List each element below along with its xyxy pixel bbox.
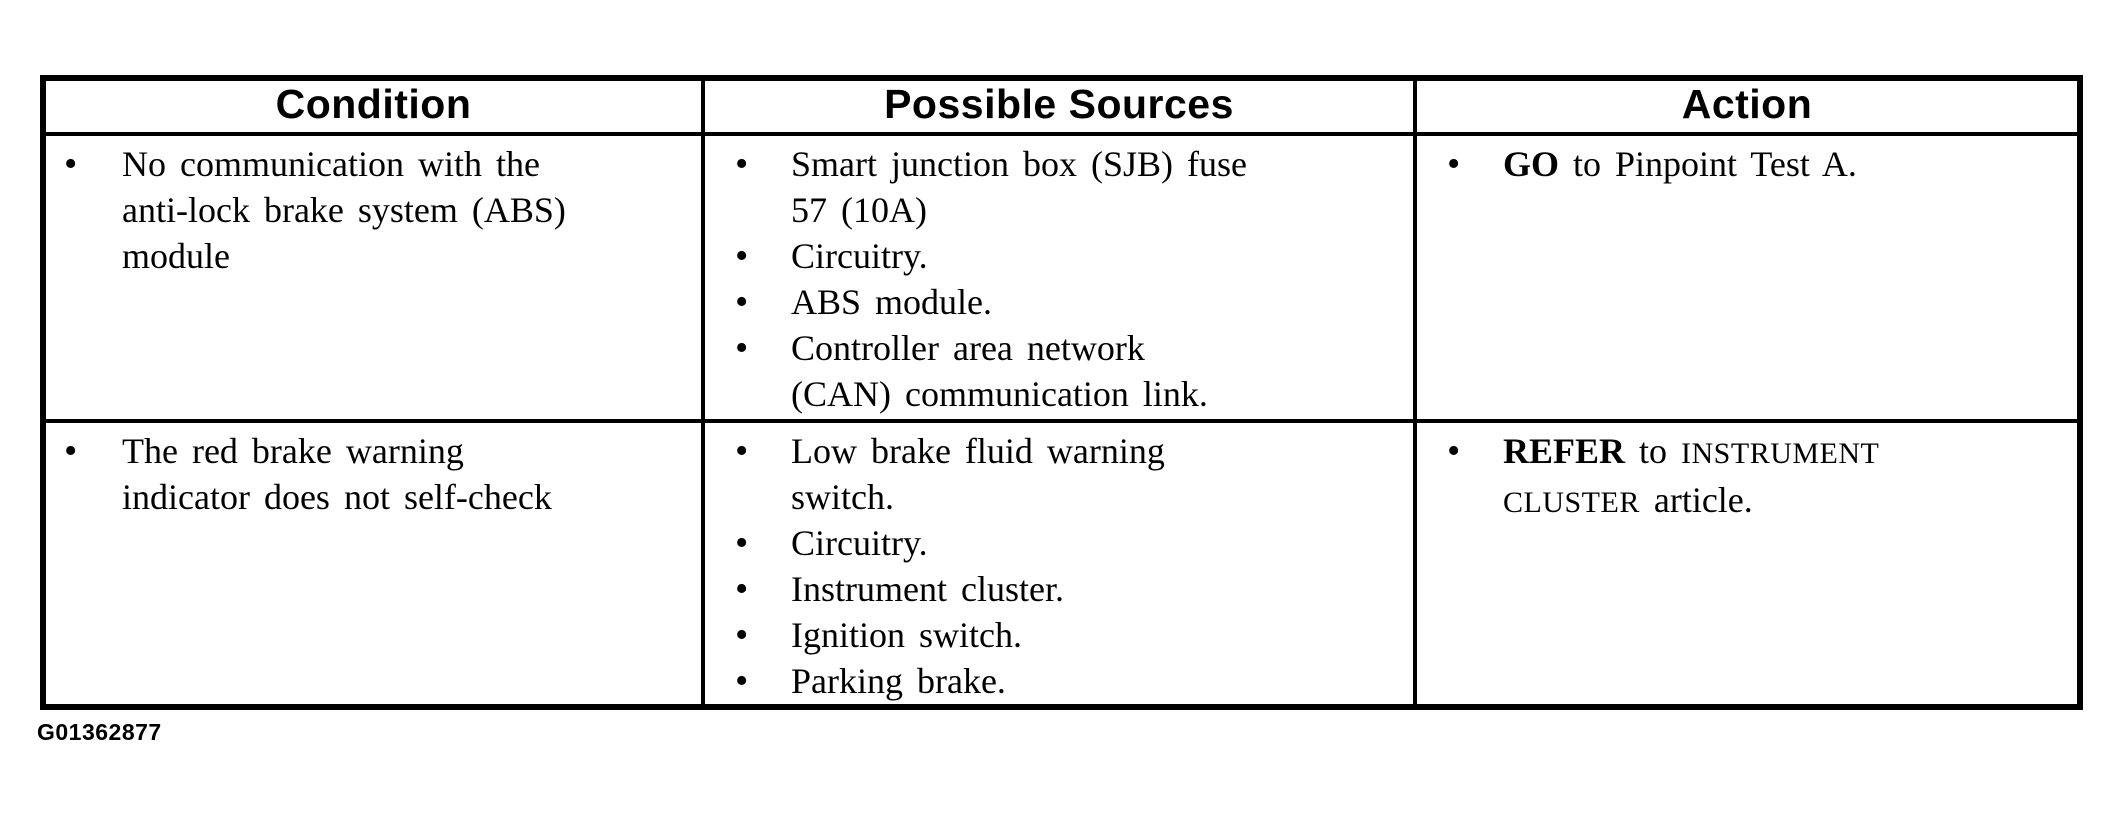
bullet-icon: • [735,522,749,564]
bullet-icon: • [735,660,749,702]
bullet-icon: • [64,143,78,185]
bullet-icon: • [735,430,749,472]
bullet-icon: • [735,568,749,610]
list-item: • ABS module. [705,279,1413,325]
list-item: • Parking brake. [705,658,1413,704]
possible-source-text: Instrument cluster. [791,569,1064,609]
action-cell: • GO to Pinpoint Test A. [1413,132,2082,423]
possible-sources-cell: • Smart junction box (SJB) fuse 57 (10A)… [701,132,1417,423]
bullet-icon: • [1447,143,1461,185]
action-keyword: REFER [1503,431,1626,471]
list-item: • Circuitry. [705,520,1413,566]
possible-source-text: Controller area network (CAN) communicat… [791,328,1208,414]
table-row: • The red brake warning indicator does n… [41,419,2082,709]
diagnostic-table: Condition Possible Sources Action • No c… [40,75,2083,710]
action-text: GO to Pinpoint Test A. [1503,141,1863,190]
figure-id: G01362877 [37,719,162,745]
header-possible-sources: Possible Sources [701,76,1417,136]
bullet-icon: • [735,614,749,656]
condition-text: No communication with the anti-lock brak… [122,144,566,276]
condition-cell: • No communication with the anti-lock br… [41,132,705,423]
list-item: • Ignition switch. [705,612,1413,658]
list-item: • REFER to INSTRUMENT CLUSTER article. [1417,428,2077,526]
table-row: • No communication with the anti-lock br… [41,132,2082,423]
possible-source-text: Ignition switch. [791,615,1022,655]
possible-source-text: ABS module. [791,282,993,322]
action-keyword: GO [1503,144,1560,184]
condition-cell: • The red brake warning indicator does n… [41,419,705,709]
action-text: REFER to INSTRUMENT CLUSTER article. [1503,428,1885,526]
list-item: • Smart junction box (SJB) fuse 57 (10A) [705,141,1413,233]
header-action: Action [1413,76,2082,136]
list-item: • GO to Pinpoint Test A. [1417,141,2077,190]
list-item: • No communication with the anti-lock br… [46,141,701,279]
condition-text: The red brake warning indicator does not… [122,431,552,517]
bullet-icon: • [64,430,78,472]
bullet-icon: • [735,143,749,185]
action-reference-name: INSTRUMENT CLUSTER [1503,437,1880,519]
list-item: • Controller area network (CAN) communic… [705,325,1413,417]
list-item: • Instrument cluster. [705,566,1413,612]
list-item: • Low brake fluid warning switch. [705,428,1413,520]
action-text-segment: to [1625,431,1682,471]
possible-sources-cell: • Low brake fluid warning switch. • Circ… [701,419,1417,709]
bullet-icon: • [1447,430,1461,472]
action-cell: • REFER to INSTRUMENT CLUSTER article. [1413,419,2082,709]
action-text-segment: article. [1639,480,1753,520]
bullet-icon: • [735,235,749,277]
possible-source-text: Circuitry. [791,236,928,276]
possible-source-text: Parking brake. [791,661,1006,701]
list-item: • The red brake warning indicator does n… [46,428,701,520]
header-condition: Condition [41,76,705,136]
header-row: Condition Possible Sources Action [41,76,2082,136]
action-text-segment: to Pinpoint Test A. [1559,144,1857,184]
possible-source-text: Smart junction box (SJB) fuse 57 (10A) [791,144,1247,230]
list-item: • Circuitry. [705,233,1413,279]
bullet-icon: • [735,327,749,369]
possible-source-text: Circuitry. [791,523,928,563]
bullet-icon: • [735,281,749,323]
possible-source-text: Low brake fluid warning switch. [791,431,1165,517]
